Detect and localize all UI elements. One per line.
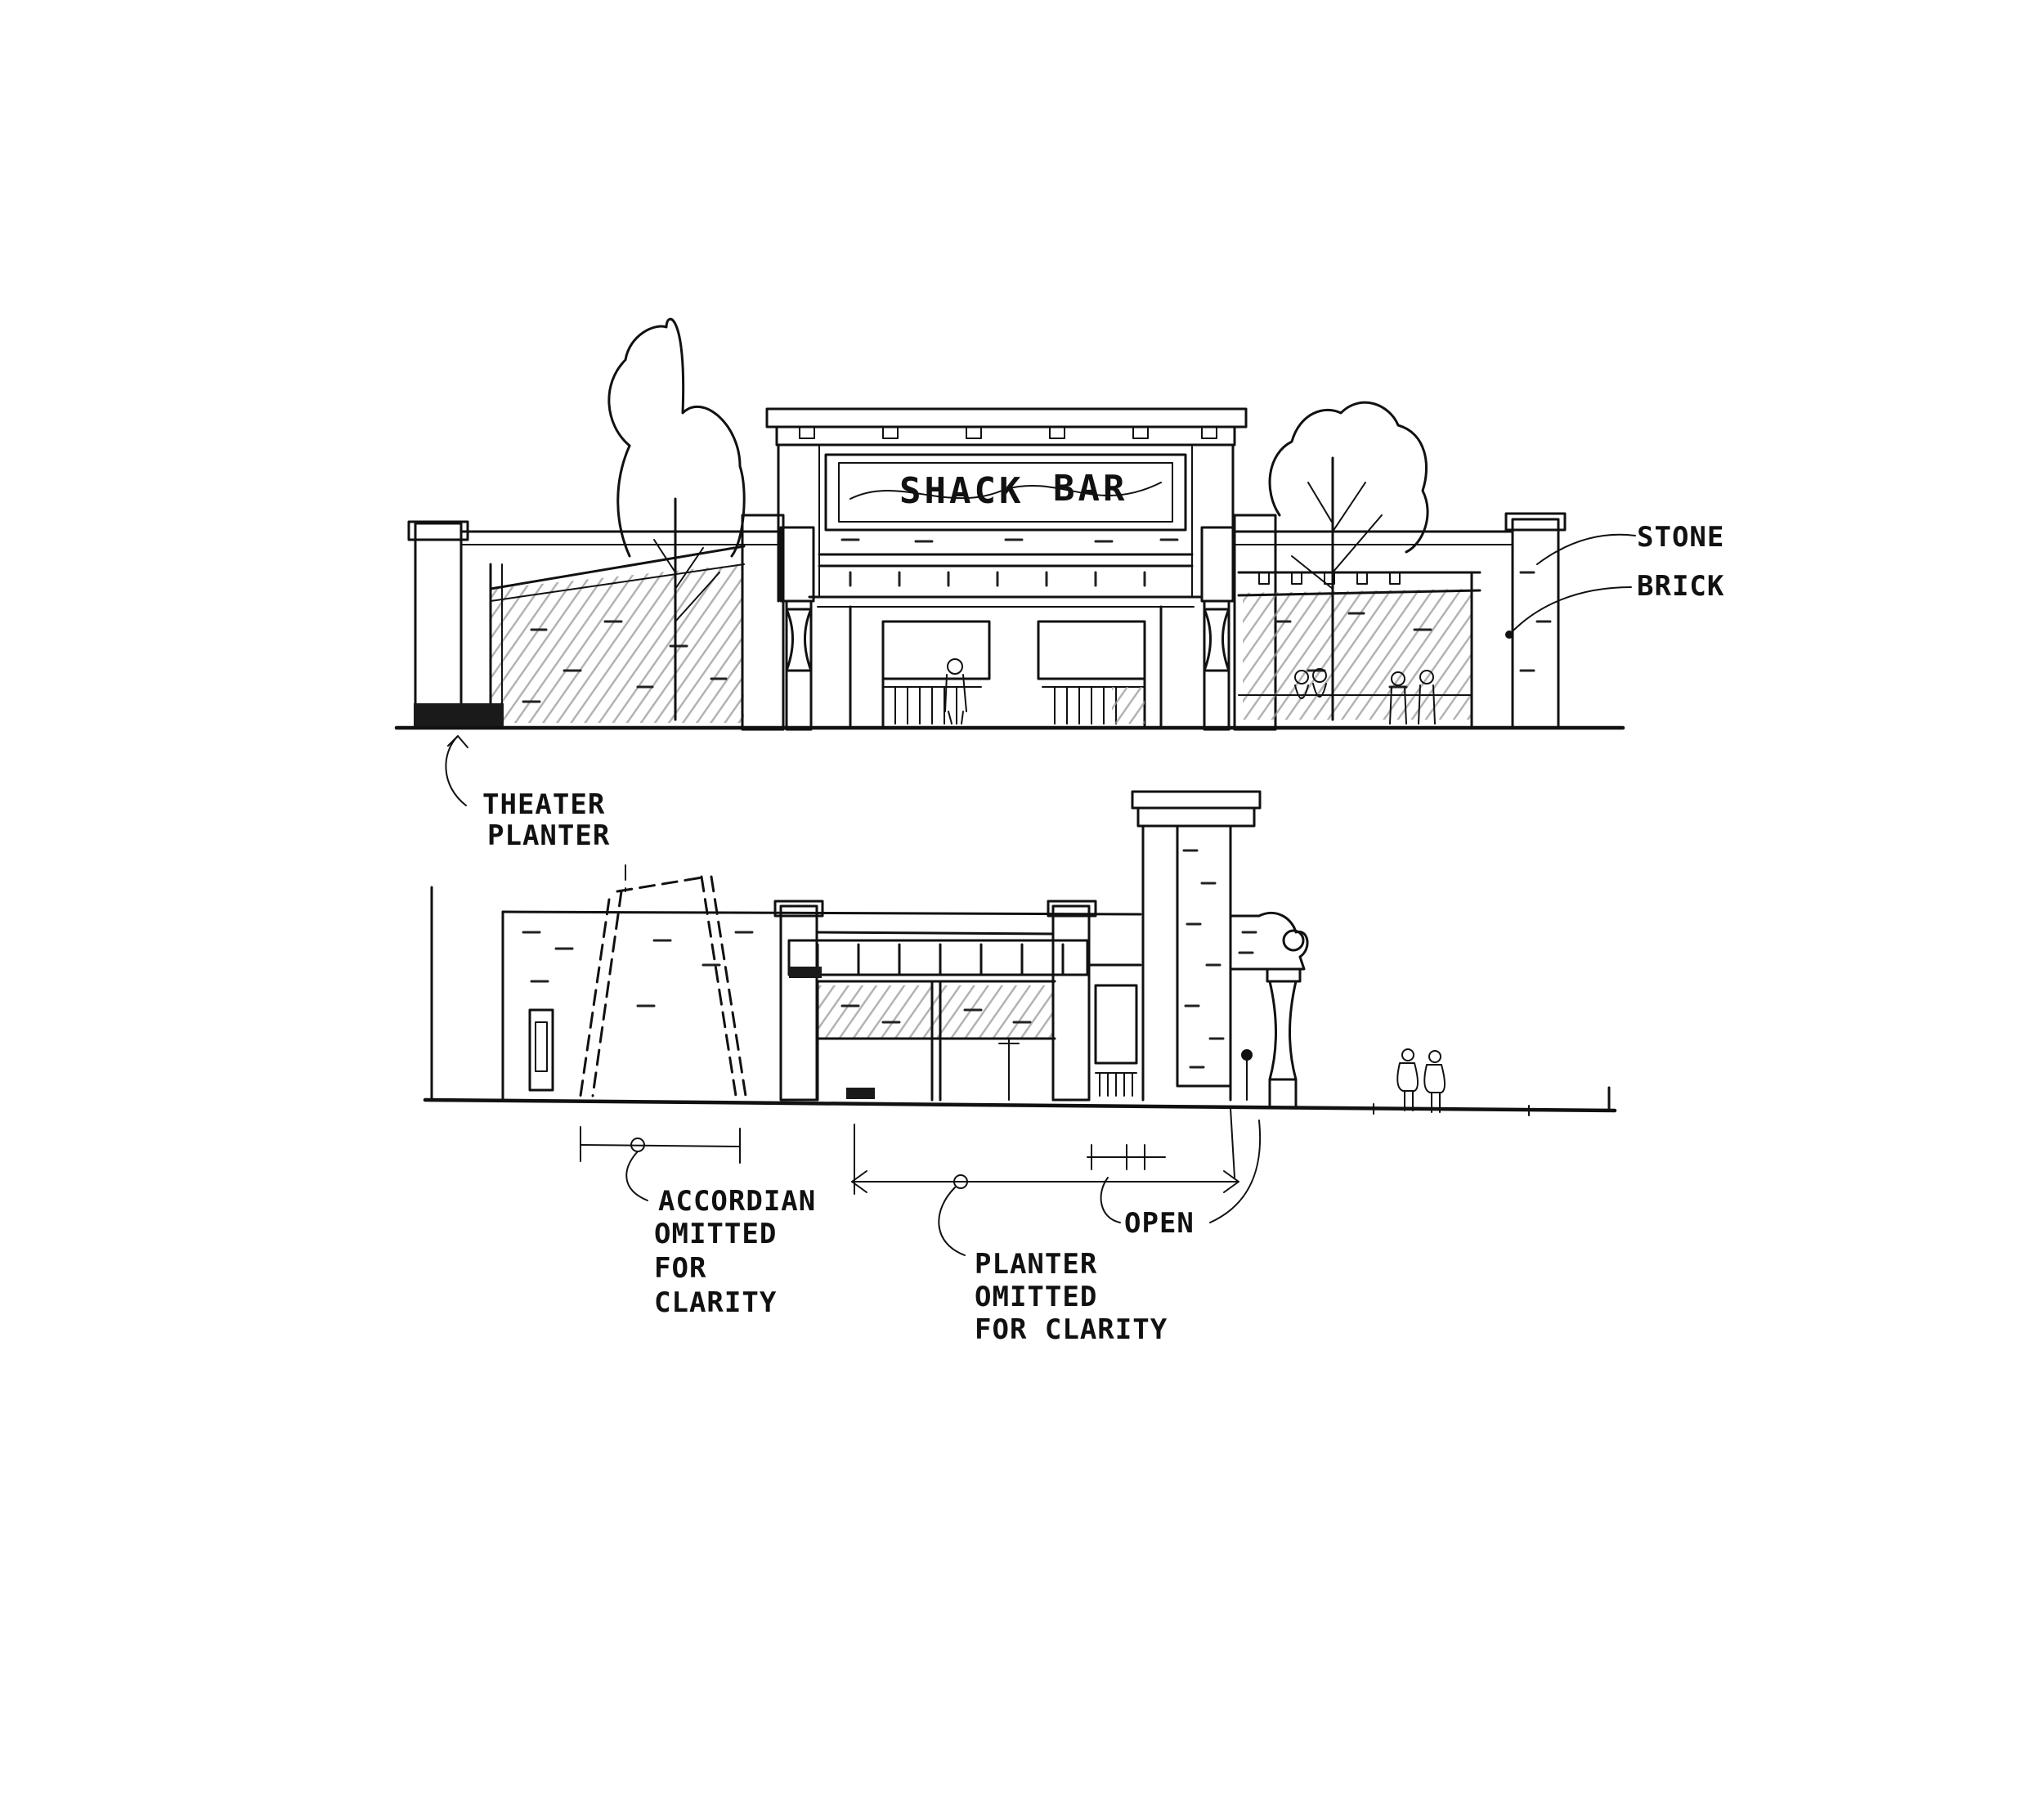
- left-wing-brick-marks: [522, 620, 728, 703]
- label-accordion-line3: FOR: [654, 1252, 706, 1285]
- callout-theater-planter: THEATER PLANTER: [445, 735, 610, 852]
- label-theater: THEATER: [482, 788, 605, 821]
- right-tree: [1268, 401, 1429, 721]
- people-figures-right: [1294, 668, 1436, 725]
- person-figure-center: [944, 658, 967, 725]
- person-figure-tower: [1241, 1049, 1253, 1101]
- callout-brick: BRICK: [1505, 570, 1724, 639]
- lower-pier-1: [773, 900, 824, 1102]
- upper-elevation: SHACK BAR: [394, 317, 1724, 852]
- right-wing-brick-wall: [1243, 589, 1472, 720]
- label-stone: STONE: [1637, 521, 1724, 554]
- left-wing-brick-wall: [491, 564, 744, 723]
- window-left: [881, 620, 991, 680]
- people-figures-lower-right: [1396, 1048, 1446, 1113]
- label-brick: BRICK: [1637, 570, 1724, 603]
- label-planter-omitted: PLANTER OMITTED FOR CLARITY: [975, 1248, 1168, 1346]
- lower-elevation: ACCORDIAN OMITTED FOR CLARITY OPEN PLANT…: [423, 790, 1617, 1346]
- theater-planter-base: [414, 703, 504, 726]
- lower-door: [528, 1008, 554, 1092]
- lower-ground-line: [423, 1097, 1617, 1113]
- label-accordion-line2: OMITTED: [654, 1218, 777, 1250]
- label-open: OPEN: [1124, 1207, 1195, 1240]
- lower-middle-block: [787, 931, 1089, 1102]
- dimension-planter: [851, 1124, 1239, 1256]
- lower-trellis: [787, 939, 1089, 976]
- label-accordion-line1: ACCORDIAN: [658, 1185, 816, 1218]
- lower-canopy-bracket: [1229, 911, 1309, 1110]
- lower-side-door: [1087, 963, 1142, 1097]
- sign-word-bar: BAR: [1053, 468, 1127, 509]
- window-right: [1037, 620, 1146, 680]
- dimension-accordion: [580, 1126, 741, 1201]
- lower-tower: [1131, 790, 1262, 1102]
- central-tower: SHACK BAR: [765, 407, 1248, 729]
- lower-pier-2: [1047, 900, 1097, 1102]
- label-planter-line3: FOR CLARITY: [975, 1313, 1168, 1346]
- label-accordion-line4: CLARITY: [654, 1286, 777, 1319]
- accordion-door-outline: [579, 864, 747, 1097]
- label-accordion-omitted: ACCORDIAN OMITTED FOR CLARITY: [654, 1185, 816, 1319]
- label-planter-line2: OMITTED: [975, 1281, 1097, 1313]
- callout-stone: STONE: [1536, 521, 1724, 565]
- label-planter-line1: PLANTER: [975, 1248, 1097, 1281]
- sign-word-shack: SHACK: [899, 470, 1024, 512]
- dimension-open: [1087, 1107, 1262, 1223]
- tower-band-ticks: [849, 571, 1146, 587]
- label-planter: PLANTER: [487, 819, 610, 852]
- left-tree: [607, 317, 746, 721]
- right-stone-pier: [1504, 512, 1567, 729]
- left-inner-pier: [741, 514, 815, 731]
- sign-panel: [824, 453, 1187, 532]
- left-stone-pier: [407, 520, 469, 729]
- right-wing-dentils: [1258, 572, 1401, 585]
